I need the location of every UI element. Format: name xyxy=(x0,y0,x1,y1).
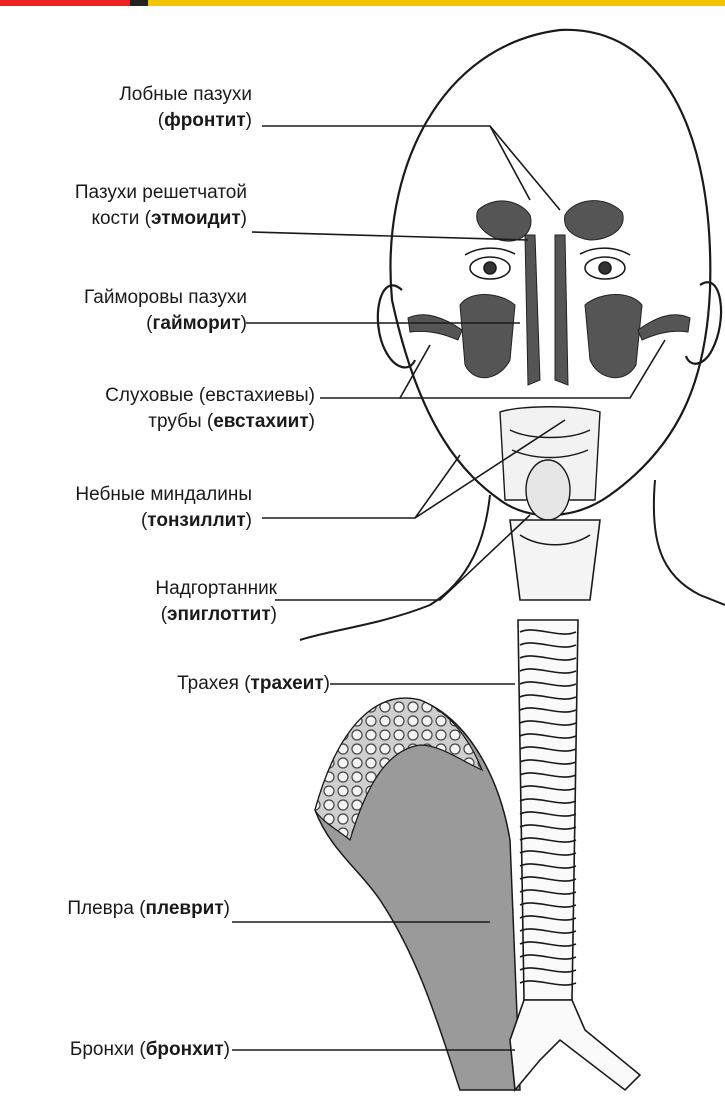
label-maxillary-disease: гайморит xyxy=(153,313,241,334)
label-tonsils-disease: тонзиллит xyxy=(147,510,245,531)
label-maxillary-disease-line: (гайморит) xyxy=(84,311,247,337)
label-eustachian-line-2: трубы (евстахиит) xyxy=(105,409,315,435)
label-frontal-sinuses: Лобные пазухи (фронтит) xyxy=(119,82,252,134)
larynx xyxy=(510,520,600,600)
label-tonsils-name: Небные миндалины xyxy=(75,482,252,508)
label-epiglottis-name: Надгортанник xyxy=(155,576,277,602)
label-ethmoid-line-2: кости (этмоидит) xyxy=(75,206,247,232)
label-pleura-disease: плеврит xyxy=(146,898,224,919)
label-frontal-name: Лобные пазухи xyxy=(119,82,252,108)
label-trachea: Трахея (трахеит) xyxy=(177,671,330,697)
label-palatine-tonsils: Небные миндалины (тонзиллит) xyxy=(75,482,252,534)
label-frontal-disease-line: (фронтит) xyxy=(119,108,252,134)
label-trachea-name: Трахея xyxy=(177,673,239,694)
bronchi xyxy=(510,1000,640,1090)
label-bronchi-disease: бронхит xyxy=(146,1039,224,1060)
label-ethmoid-disease: этмоидит xyxy=(151,208,241,229)
label-trachea-disease: трахеит xyxy=(251,673,324,694)
label-maxillary-name: Гайморовы пазухи xyxy=(84,285,247,311)
label-eustachian-name-1: Слуховые (евстахиевы) xyxy=(105,383,315,409)
label-eustachian-name-2: трубы xyxy=(148,411,201,432)
label-epiglottis: Надгортанник (эпиглоттит) xyxy=(155,576,277,628)
label-bronchi: Бронхи (бронхит) xyxy=(70,1037,230,1063)
label-ethmoid-name-1: Пазухи решетчатой xyxy=(75,180,247,206)
label-ethmoid-sinuses: Пазухи решетчатой кости (этмоидит) xyxy=(75,180,247,232)
label-frontal-disease: фронтит xyxy=(164,110,246,131)
label-maxillary-sinuses: Гайморовы пазухи (гайморит) xyxy=(84,285,247,337)
label-epiglottis-disease-line: (эпиглоттит) xyxy=(155,602,277,628)
label-pleura: Плевра (плеврит) xyxy=(67,896,230,922)
label-eustachian-tubes: Слуховые (евстахиевы) трубы (евстахиит) xyxy=(105,383,315,435)
label-ethmoid-name-2: кости xyxy=(91,208,139,229)
label-bronchi-name: Бронхи xyxy=(70,1039,134,1060)
label-tonsils-disease-line: (тонзиллит) xyxy=(75,508,252,534)
label-eustachian-disease: евстахиит xyxy=(213,411,308,432)
label-pleura-name: Плевра xyxy=(67,898,134,919)
trachea xyxy=(518,620,578,1000)
label-epiglottis-disease: эпиглоттит xyxy=(167,604,271,625)
